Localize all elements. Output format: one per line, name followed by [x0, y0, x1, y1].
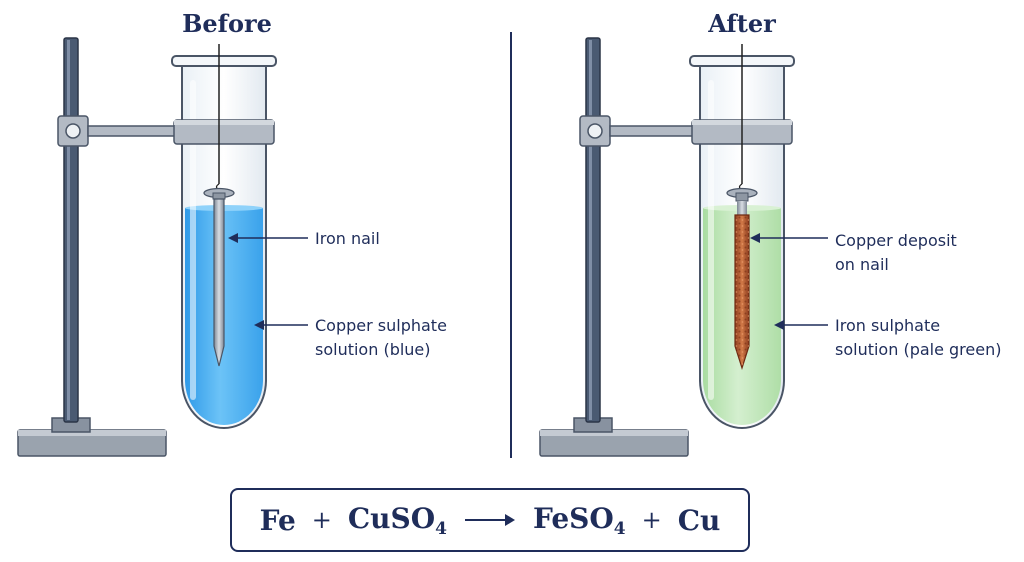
after-stand: [539, 37, 701, 457]
before-panel: Before: [17, 9, 447, 457]
iron-sulphate-label-line1: Iron sulphate: [835, 316, 940, 335]
copper-deposit-label-line1: Copper deposit: [835, 231, 957, 250]
before-iron-nail: [203, 44, 235, 367]
copper-sulphate-label-line2: solution (blue): [315, 340, 431, 359]
reaction-arrow-icon: [465, 514, 515, 526]
chemical-equation: Fe + CuSO4 FeSO4 + Cu: [230, 488, 750, 552]
iron-nail-label: Iron nail: [315, 229, 380, 248]
product-iron-sulphate: FeSO4: [533, 501, 626, 539]
copper-sulphate-label-line1: Copper sulphate: [315, 316, 447, 335]
reactant-copper-sulphate: CuSO4: [347, 501, 447, 539]
copper-deposit-label-line2: on nail: [835, 255, 889, 274]
iron-sulphate-label-line2: solution (pale green): [835, 340, 1001, 359]
plus-sign-1: +: [311, 506, 332, 534]
after-copper-coated-nail: [726, 44, 758, 370]
before-stand: [17, 37, 177, 457]
product-copper: Cu: [677, 503, 721, 537]
reactant-iron: Fe: [259, 503, 296, 537]
before-heading: Before: [182, 9, 272, 38]
after-heading: After: [707, 9, 776, 38]
after-panel: After: [539, 9, 1001, 457]
plus-sign-2: +: [641, 506, 662, 534]
